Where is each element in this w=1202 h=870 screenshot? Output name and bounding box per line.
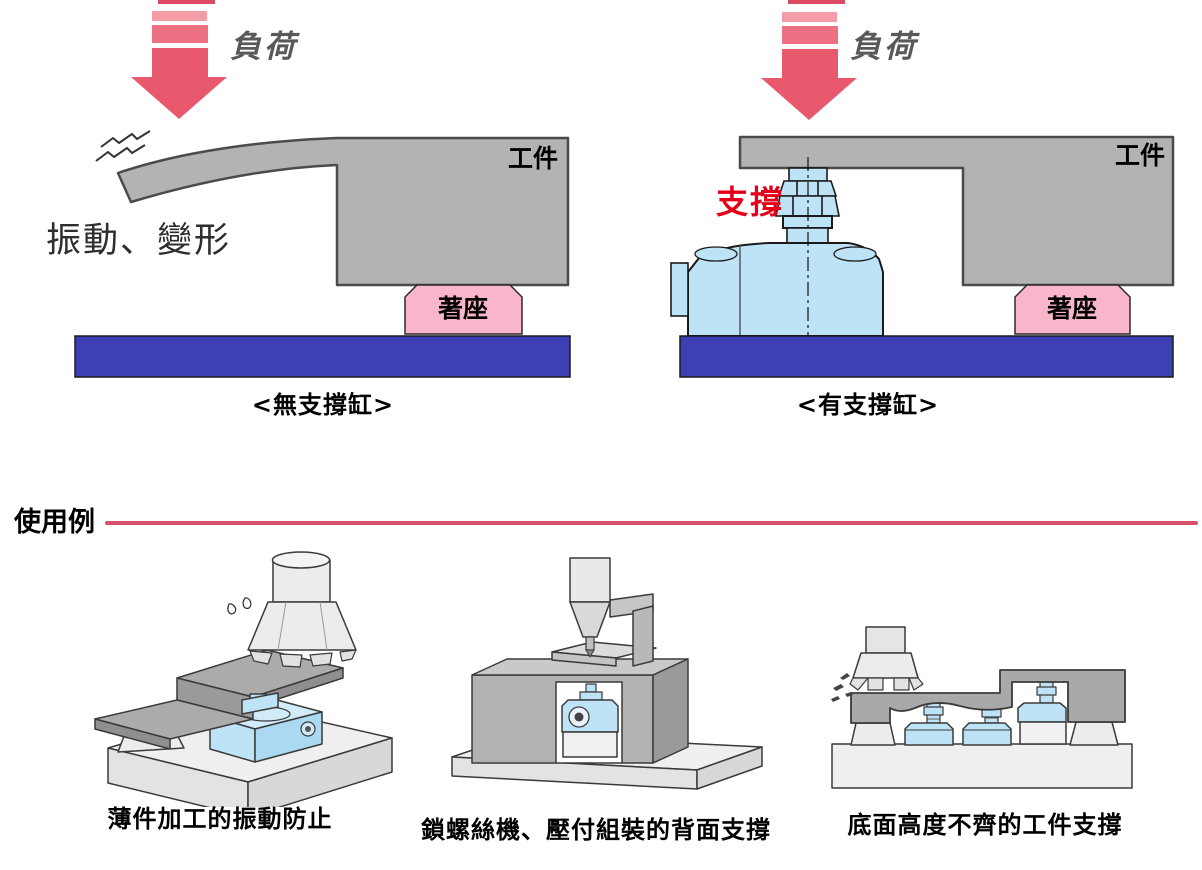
workpiece-supported: [738, 135, 1175, 287]
usage-examples-svg: [94, 551, 1133, 807]
seat-label-left: 著座: [437, 294, 489, 323]
support-a: [904, 702, 954, 746]
support-c: [1017, 681, 1067, 745]
support-cylinder-cavity: [561, 683, 619, 758]
fixture-frame: [471, 658, 689, 764]
usage-section-title: 使用例: [14, 507, 95, 538]
vibration-marks: [95, 130, 151, 162]
diagram-with-support: [670, 0, 1175, 378]
example-thin-workpiece-milling: [94, 551, 393, 807]
example-uneven-workpiece-support: [831, 626, 1133, 789]
top-diagrams-svg: [74, 0, 1175, 378]
load-label-left: 負荷: [230, 29, 298, 65]
milling-cutter: [247, 551, 357, 668]
support-cylinder: [670, 157, 884, 340]
vibration-label: 振動、變形: [46, 221, 232, 261]
diagram-without-support: [74, 0, 571, 378]
usage-divider-line: [105, 521, 1198, 525]
caption-without-support: <無支撐缸>: [251, 391, 395, 419]
machine-base-left: [74, 335, 571, 378]
seat-block-right: [1014, 284, 1131, 335]
seat-block-left: [404, 284, 523, 335]
load-label-right: 負荷: [850, 29, 918, 65]
caption-with-support: <有支撐缸>: [796, 391, 940, 419]
uneven-workpiece: [850, 669, 1126, 724]
workpiece-label-left: 工件: [508, 144, 559, 173]
example-caption-1: 薄件加工的振動防止: [107, 805, 333, 833]
screwdriver-spindle: [569, 557, 611, 658]
load-arrow-left: [131, 0, 227, 119]
example-caption-2: 鎖螺絲機、壓付組裝的背面支撐: [421, 816, 771, 844]
example-screw-machine-support: [451, 557, 763, 790]
workpiece-label-right: 工件: [1115, 141, 1166, 170]
chips: [831, 673, 853, 702]
support-label: 支撐: [716, 183, 785, 221]
workpiece-bent: [116, 136, 570, 287]
seat-label-right: 著座: [1046, 294, 1098, 323]
machine-base-right: [679, 335, 1174, 378]
support-b: [962, 704, 1012, 746]
load-arrow-right: [761, 0, 857, 120]
side-milling-cutter: [849, 626, 924, 691]
example-caption-3: 底面高度不齊的工件支撐: [847, 811, 1123, 839]
coolant-droplets: [227, 597, 252, 615]
